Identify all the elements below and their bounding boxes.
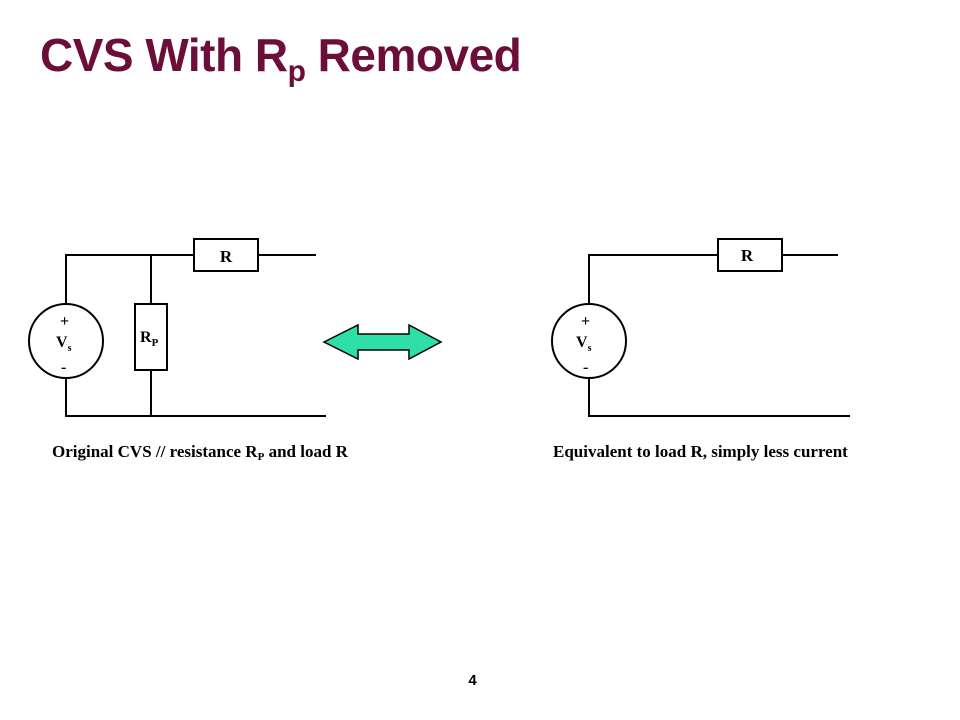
page-number: 4: [468, 672, 477, 689]
left-voltage-source: [28, 303, 104, 379]
right-voltage-source: [551, 303, 627, 379]
left-load-resistor: [193, 238, 259, 272]
right-caption: Equivalent to load R, simply less curren…: [553, 442, 848, 461]
left-circuit: [28, 238, 326, 417]
title-tail: Removed: [305, 29, 522, 81]
right-wire-top: [588, 254, 718, 304]
left-parallel-label: RP: [140, 329, 159, 349]
left-wire-top: [65, 254, 194, 304]
left-source-label: Vs: [56, 334, 72, 354]
right-source-label: Vs: [576, 334, 592, 354]
left-source-minus: -: [61, 359, 66, 376]
right-load-resistor: [717, 238, 783, 272]
slide-title: CVS With Rp Removed: [40, 28, 522, 89]
right-circuit: [551, 238, 850, 417]
left-load-label: R: [220, 247, 233, 266]
equivalence-double-arrow: [322, 323, 443, 361]
right-source-plus: +: [581, 313, 590, 330]
right-load-label: R: [741, 246, 754, 265]
title-main: CVS With R: [40, 29, 288, 81]
title-subscript: p: [287, 55, 306, 88]
left-wire-bottom: [65, 378, 326, 417]
left-caption: Original CVS // resistance RP and load R: [52, 442, 348, 463]
left-source-plus: +: [60, 313, 69, 330]
right-source-minus: -: [583, 359, 588, 376]
right-wire-bottom: [588, 378, 850, 417]
left-parallel-resistor: [134, 303, 168, 371]
